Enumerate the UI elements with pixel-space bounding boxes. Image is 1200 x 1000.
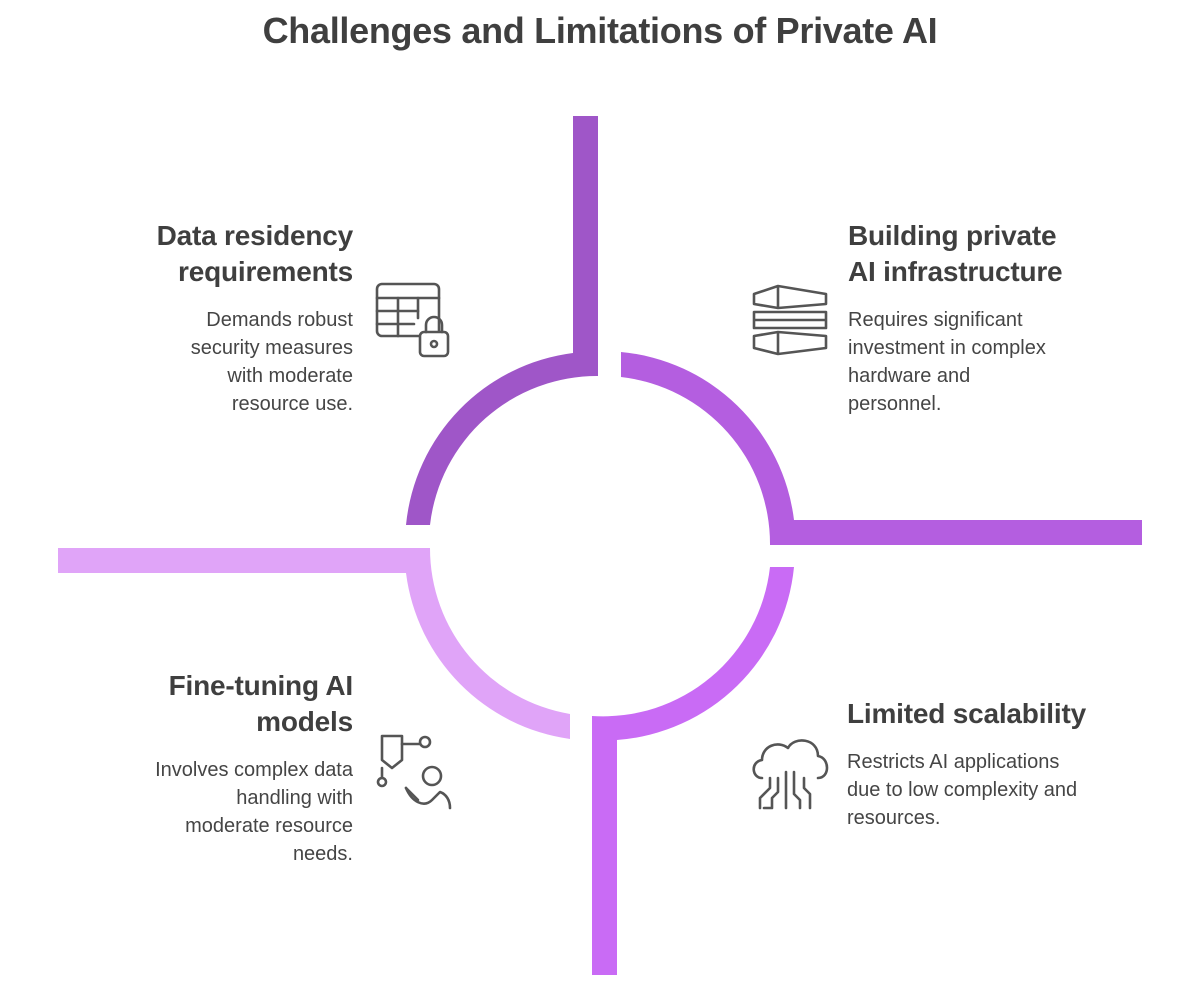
bottom-right-arc xyxy=(592,567,794,975)
quadrant-description: Requires significant investment in compl… xyxy=(848,306,1108,418)
top-right-arc xyxy=(621,352,1142,545)
quadrant-description: Involves complex data handling with mode… xyxy=(100,756,353,868)
bottom-left-arc xyxy=(58,548,570,739)
description-line: Restricts AI applications xyxy=(847,751,1060,773)
description-line: moderate resource xyxy=(185,815,353,837)
quadrant-fine-tuning: Fine-tuning AI models Involves complex d… xyxy=(100,668,353,868)
heading-line: Fine-tuning AI xyxy=(168,670,354,701)
server-stack-icon xyxy=(752,284,828,356)
quadrant-heading: Limited scalability xyxy=(847,696,1137,732)
description-line: investment in complex xyxy=(848,337,1046,359)
quadrant-description: Restricts AI applications due to low com… xyxy=(847,748,1137,832)
quadrant-heading: Building private AI infrastructure xyxy=(848,218,1108,290)
description-line: needs. xyxy=(292,843,353,865)
description-line: handling with xyxy=(236,787,353,809)
quadrant-data-residency: Data residency requirements Demands robu… xyxy=(100,218,354,418)
description-line: Demands robust xyxy=(206,309,353,331)
quadrant-limited-scalability: Limited scalability Restricts AI applica… xyxy=(847,696,1137,832)
heading-line: models xyxy=(256,706,353,737)
heading-line: AI infrastructure xyxy=(848,256,1063,287)
description-line: resources. xyxy=(847,807,941,829)
top-left-arc xyxy=(406,116,598,525)
page-title: Challenges and Limitations of Private AI xyxy=(262,10,938,51)
quadrant-private-ai-infrastructure: Building private AI infrastructure Requi… xyxy=(848,218,1108,418)
quadrant-heading: Data residency requirements xyxy=(100,218,354,290)
description-line: personnel. xyxy=(848,393,942,415)
heading-line: Building private xyxy=(848,220,1057,251)
heading-line: Limited scalability xyxy=(847,698,1086,729)
person-circuit-icon xyxy=(376,734,452,810)
description-line: Requires significant xyxy=(848,309,1023,331)
description-line: due to low complexity and xyxy=(847,779,1078,801)
description-line: security measures xyxy=(190,337,353,359)
description-line: with moderate xyxy=(227,365,353,387)
description-line: resource use. xyxy=(231,393,353,415)
quadrant-heading: Fine-tuning AI models xyxy=(100,668,354,740)
description-line: hardware and xyxy=(848,365,971,387)
cloud-circuit-icon xyxy=(752,739,829,810)
table-lock-icon xyxy=(375,282,450,358)
heading-line: Data residency xyxy=(156,220,354,251)
description-line: Involves complex data xyxy=(155,759,353,781)
heading-line: requirements xyxy=(178,256,353,287)
quadrant-description: Demands robust security measures with mo… xyxy=(100,306,353,418)
